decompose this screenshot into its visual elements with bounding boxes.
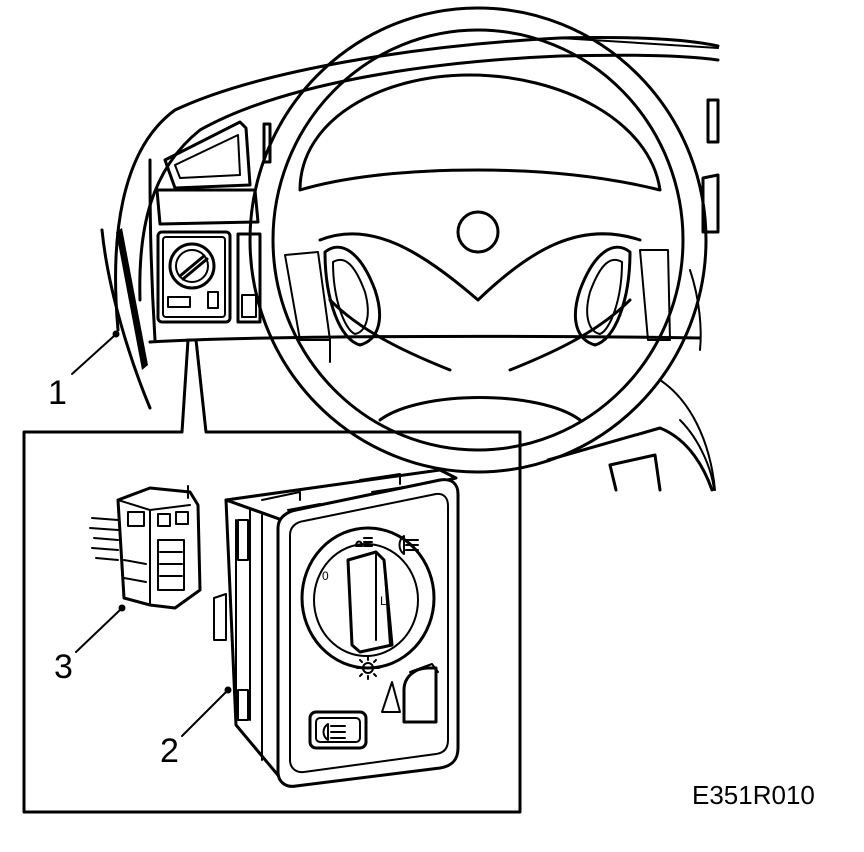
detail-frame xyxy=(22,338,522,814)
figure-id: E351R010 xyxy=(692,780,815,810)
leader-lines xyxy=(71,330,232,737)
steering-wheel-icon xyxy=(248,6,708,474)
dashboard-icon xyxy=(100,35,720,492)
fog-light-icon xyxy=(398,535,419,555)
dimmer-wheel-icon xyxy=(381,663,439,724)
svg-text:L: L xyxy=(380,594,387,608)
callout-2: 2 xyxy=(160,732,179,770)
headlight-icon xyxy=(355,537,373,547)
connector-icon xyxy=(89,485,202,610)
svg-text:0: 0 xyxy=(322,569,329,583)
callout-3: 3 xyxy=(54,648,73,686)
callout-1: 1 xyxy=(48,374,67,412)
fog-light-button xyxy=(308,710,368,750)
sun-icon xyxy=(356,656,380,680)
